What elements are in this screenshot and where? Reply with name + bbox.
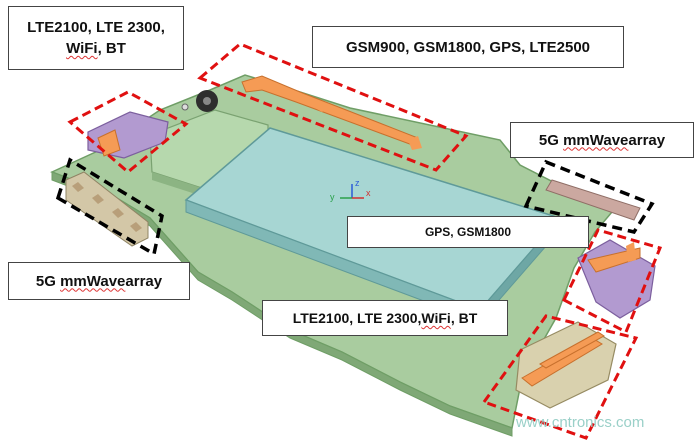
label-top-left-wifi: WiFi (66, 40, 98, 57)
axis-z-label: z (355, 178, 360, 188)
label-bottom-part1: LTE2100, LTE 2300, (292, 310, 422, 326)
black-box-left (55, 157, 164, 257)
label-bottom-wifi: WiFi (421, 310, 451, 326)
label-top-left: LTE2100, LTE 2300, WiFi, BT (8, 6, 184, 70)
axis-y-label: y (330, 192, 335, 202)
small-dot (181, 103, 189, 111)
right-module-antenna2 (626, 242, 636, 262)
label-center: GPS, GSM1800 (347, 216, 589, 248)
red-box-bottom (481, 314, 639, 440)
label-left: 5G mmWave array (8, 262, 190, 300)
label-left-mmwave: mmWave (60, 272, 126, 290)
camera-gear-inner (203, 97, 211, 105)
bottom-module-antenna2 (539, 331, 605, 369)
red-box-right (562, 228, 663, 335)
pcb-board-side (51, 171, 513, 437)
top-antenna-tab (315, 104, 328, 112)
right-mmwave-array (545, 179, 641, 221)
top-antenna-tab2 (408, 136, 422, 150)
red-box-top-left (67, 90, 189, 174)
red-box-top (197, 42, 469, 172)
right-module (577, 239, 656, 319)
label-bottom-bt: , BT (450, 310, 478, 326)
black-box-right (523, 159, 655, 234)
watermark: www.cntronics.com (516, 414, 645, 431)
left-mmwave-array (65, 171, 149, 247)
label-right-part3: array (628, 131, 666, 149)
label-right-mmwave: mmWave (563, 131, 629, 149)
left-mmwave-patch-2 (92, 194, 104, 204)
label-left-part1: 5G (35, 272, 56, 290)
label-top-left-bt: , BT (97, 40, 126, 57)
left-mmwave-patch-4 (130, 222, 142, 232)
label-top-left-line2: WiFi, BT (66, 38, 126, 59)
label-top-left-line1: LTE2100, LTE 2300, (27, 19, 165, 36)
left-mmwave-patch-3 (112, 208, 124, 218)
label-bottom: LTE2100, LTE 2300, WiFi, BT (262, 300, 508, 336)
label-top: GSM900, GSM1800, GPS, LTE2500 (312, 26, 624, 68)
label-left-part3: array (125, 272, 163, 290)
axis-x-label: x (366, 188, 371, 198)
label-right-part1: 5G (538, 131, 559, 149)
left-mmwave-patch-1 (72, 182, 84, 192)
label-right: 5G mmWave array (510, 122, 694, 158)
